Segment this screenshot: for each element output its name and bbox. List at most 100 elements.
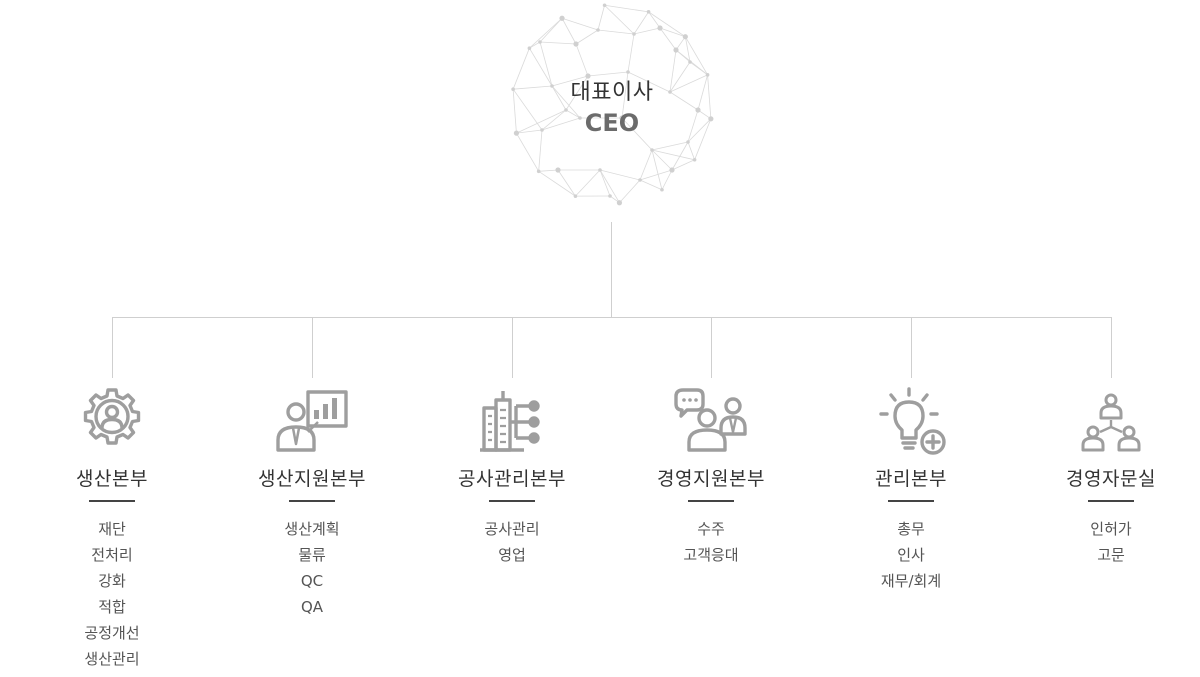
dept-connector-line	[711, 317, 712, 378]
network-node	[596, 28, 600, 32]
duty-item: 공정개선	[84, 624, 140, 642]
department-title: 생산지원본부	[258, 468, 366, 490]
title-underline	[89, 500, 135, 502]
duty-item: QC	[300, 572, 324, 590]
network-edge	[661, 169, 673, 190]
lightbulb-plus-icon	[879, 387, 946, 455]
network-node	[536, 169, 541, 174]
duty-item: 수주	[697, 520, 725, 538]
ceo-network-sphere	[511, 3, 714, 206]
department-construction-management: 공사관리본부 공사관리 영업	[412, 386, 612, 568]
network-edge	[633, 27, 661, 35]
network-edge	[669, 74, 708, 93]
network-edge	[597, 29, 635, 35]
duty-item: 재단	[98, 520, 126, 538]
duty-item: 인허가	[1090, 520, 1132, 538]
network-edge	[659, 27, 677, 51]
ceo-title-english: CEO	[584, 109, 640, 137]
dept-connector-line	[1111, 317, 1112, 378]
network-edge	[557, 169, 576, 197]
department-management-support: 경영지원본부 수주 고객응대	[611, 386, 811, 568]
network-edge	[599, 169, 641, 181]
network-edge	[651, 149, 673, 171]
network-edge	[633, 11, 649, 35]
title-underline	[688, 500, 734, 502]
network-edge	[575, 43, 589, 77]
network-edge	[694, 118, 712, 160]
department-duty-list: 인허가 고문	[1011, 516, 1200, 568]
title-underline	[888, 500, 934, 502]
gear-person-icon	[83, 388, 141, 445]
network-edge	[529, 17, 563, 49]
duty-item: 생산계획	[284, 520, 340, 538]
network-edge	[561, 17, 599, 31]
network-edge	[604, 4, 649, 13]
network-edge	[541, 109, 567, 131]
duty-item: 영업	[498, 546, 526, 564]
network-edge	[671, 159, 695, 171]
org-network-icon	[1081, 393, 1141, 452]
network-edge	[565, 109, 581, 119]
network-edge	[551, 75, 589, 87]
network-edge	[669, 61, 691, 93]
network-node	[550, 84, 554, 88]
department-production: 생산본부 재단 전처리 강화 적합 공정개선 생산관리	[12, 386, 212, 672]
network-node	[668, 90, 672, 94]
network-edge	[669, 91, 699, 111]
dept-connector-line	[512, 317, 513, 378]
network-node	[540, 128, 544, 132]
network-node	[559, 15, 565, 21]
network-edge	[651, 149, 663, 190]
network-edge	[538, 169, 559, 172]
network-edge	[539, 17, 563, 43]
network-node	[660, 187, 664, 192]
network-edge	[659, 27, 686, 38]
network-edge	[675, 36, 686, 51]
network-edge	[639, 169, 673, 181]
network-edge	[529, 47, 553, 87]
ceo-node: 대표이사 CEO	[512, 78, 712, 138]
network-edge	[651, 149, 695, 161]
network-edge	[671, 141, 689, 171]
network-edge	[516, 129, 543, 134]
dept-connector-line	[112, 317, 113, 378]
duty-item: 인사	[897, 546, 925, 564]
department-administration: 관리본부 총무 인사 재무/회계	[811, 386, 1011, 594]
network-node	[564, 108, 568, 112]
network-edge	[648, 11, 686, 38]
network-node	[695, 107, 701, 113]
duty-item: 고문	[1097, 546, 1125, 564]
network-node	[513, 130, 520, 136]
people-chat-icon	[674, 388, 747, 452]
network-node	[682, 34, 688, 40]
department-duty-list: 재단 전처리 강화 적합 공정개선 생산관리	[12, 516, 212, 672]
network-edge	[639, 179, 663, 191]
network-node	[585, 73, 591, 79]
network-node	[527, 46, 532, 50]
network-edge	[551, 85, 581, 119]
network-node	[632, 32, 636, 36]
network-edge	[599, 169, 611, 197]
network-edge	[687, 109, 699, 143]
network-edge	[565, 75, 589, 111]
title-underline	[289, 500, 335, 502]
duty-item: 적합	[98, 598, 126, 616]
network-edge	[669, 49, 677, 93]
network-edge	[621, 71, 629, 119]
network-node	[646, 10, 651, 14]
network-node	[657, 25, 663, 31]
network-edge	[707, 74, 712, 119]
department-title: 경영자문실	[1066, 468, 1156, 490]
network-edge	[639, 149, 653, 181]
network-edge	[512, 48, 530, 90]
duty-item: 전처리	[91, 546, 133, 564]
network-edge	[648, 11, 661, 29]
building-network-icon	[480, 391, 540, 452]
department-management-advisory: 경영자문실 인허가 고문	[1011, 386, 1200, 568]
duty-item: 강화	[98, 572, 126, 590]
network-edge	[619, 179, 641, 203]
dept-connector-line	[911, 317, 912, 378]
network-edge	[697, 74, 708, 111]
ceo-connector-line	[611, 222, 612, 318]
network-node	[669, 167, 675, 173]
